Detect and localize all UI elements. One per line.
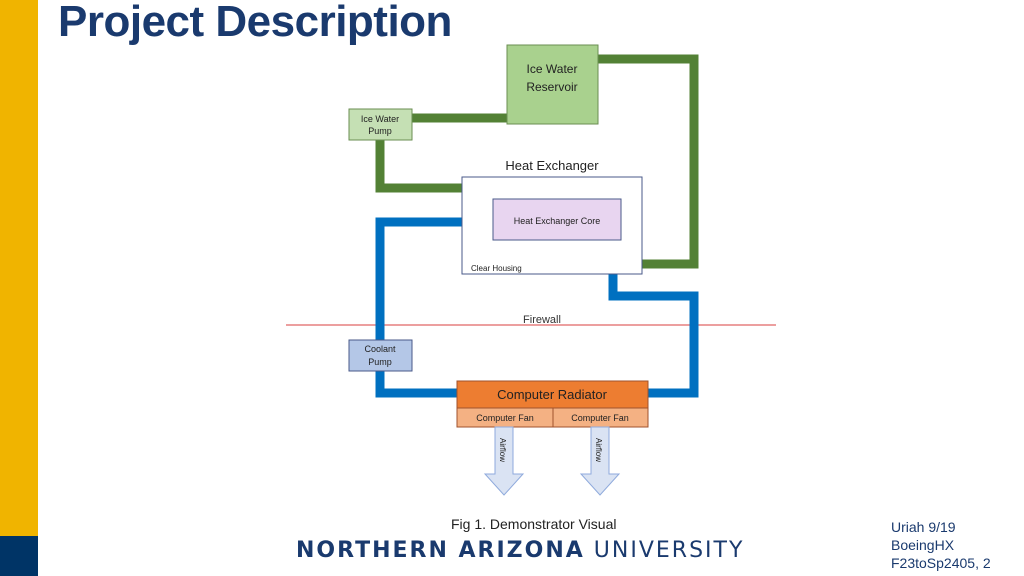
footer-info: Uriah 9/19 BoeingHX F23toSp2405, 2 xyxy=(891,518,991,572)
heat-exchanger-core-box xyxy=(492,198,622,241)
ice-water-reservoir-box xyxy=(506,44,599,125)
page-title: Project Description xyxy=(58,0,452,46)
coolant-loop xyxy=(375,217,699,398)
footer-line-1: Uriah 9/19 xyxy=(891,519,956,535)
coolant-pump-label-2: Pump xyxy=(368,357,392,367)
computer-fan-right-label: Computer Fan xyxy=(571,413,629,423)
computer-radiator-box xyxy=(456,380,649,409)
computer-radiator-label: Computer Radiator xyxy=(497,387,607,402)
airflow-left-arrow-icon xyxy=(483,426,525,496)
ice-water-loop xyxy=(375,54,699,269)
logo-bold-text: NORTHERN ARIZONA xyxy=(296,538,585,563)
logo-light-text: UNIVERSITY xyxy=(593,538,745,563)
footer-line-3: F23toSp2405, 2 xyxy=(891,555,991,571)
ice-water-reservoir-label-1: Ice Water xyxy=(527,62,578,76)
sidebar-bottom-block xyxy=(0,536,38,576)
firewall-label: Firewall xyxy=(523,314,561,326)
coolant-pump-box xyxy=(348,339,413,372)
sidebar-accent xyxy=(0,0,38,536)
airflow-right-arrow-icon xyxy=(579,426,621,496)
airflow-left-label: Airflow xyxy=(498,438,507,462)
heat-exchanger-core-label: Heat Exchanger Core xyxy=(514,216,601,226)
ice-water-pump-box xyxy=(348,108,413,141)
airflow-right-label: Airflow xyxy=(594,438,603,462)
clear-housing-label: Clear Housing xyxy=(471,264,522,273)
ice-water-pump-label-1: Ice Water xyxy=(361,114,399,124)
figure-caption: Fig 1. Demonstrator Visual xyxy=(451,516,617,532)
computer-fan-left-label: Computer Fan xyxy=(476,413,534,423)
coolant-pump-label-1: Coolant xyxy=(364,344,396,354)
heat-exchanger-label: Heat Exchanger xyxy=(505,158,599,173)
university-logo: NORTHERN ARIZONA UNIVERSITY xyxy=(296,538,744,563)
footer-line-2: BoeingHX xyxy=(891,537,955,553)
ice-water-reservoir-label-2: Reservoir xyxy=(526,80,577,94)
ice-water-pump-label-2: Pump xyxy=(368,126,392,136)
